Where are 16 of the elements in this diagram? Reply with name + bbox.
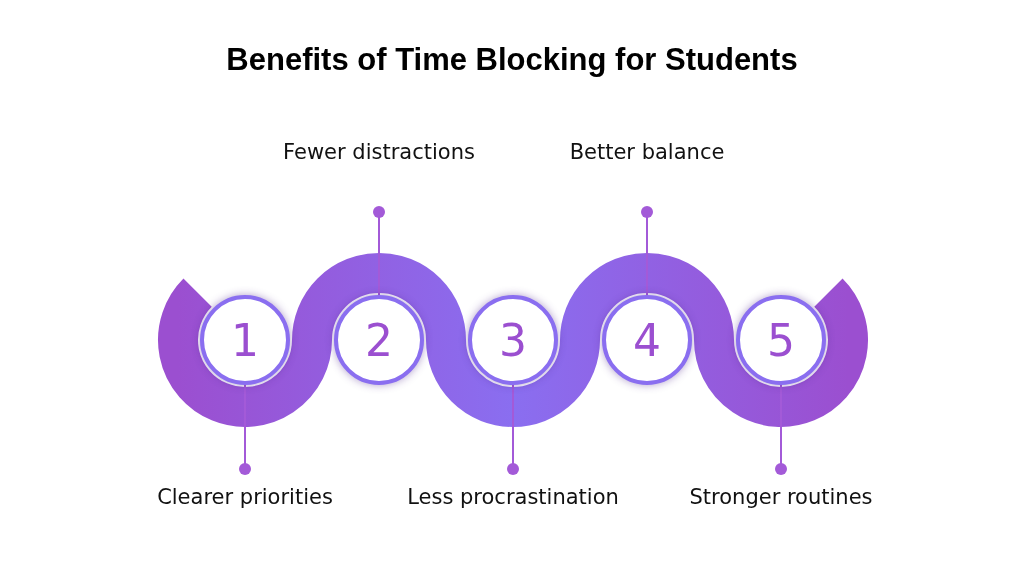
number-circle: 2 <box>334 295 424 385</box>
leader-line <box>239 384 251 475</box>
number-circle: 4 <box>602 295 692 385</box>
number-circle: 1 <box>200 295 290 385</box>
leader-line <box>507 384 519 475</box>
leader-line <box>373 206 385 296</box>
benefit-label: Fewer distractions <box>269 138 489 166</box>
benefit-label: Stronger routines <box>671 483 891 511</box>
benefit-label: Clearer priorities <box>135 483 355 511</box>
leader-line <box>641 206 653 296</box>
benefit-label: Better balance <box>537 138 757 166</box>
number-circle: 3 <box>468 295 558 385</box>
title: Benefits of Time Blocking for Students <box>225 42 799 78</box>
number-circle: 5 <box>736 295 826 385</box>
leader-line <box>775 384 787 475</box>
benefit-label: Less procrastination <box>403 483 623 511</box>
